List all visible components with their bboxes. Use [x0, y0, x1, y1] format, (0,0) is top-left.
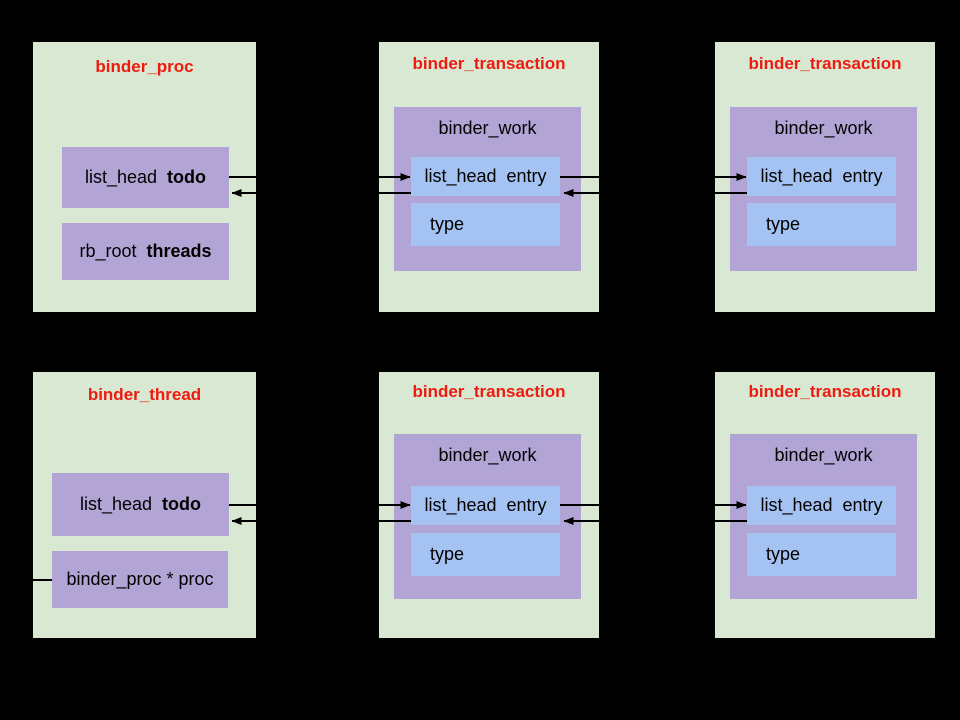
field-type-label: type	[430, 214, 465, 234]
field-name-label: threads	[146, 241, 212, 261]
binder-work-box: binder_work list_head entry type	[394, 434, 581, 599]
field-type-label: list_head	[760, 495, 833, 515]
field-list-head-entry: list_head entry	[747, 157, 896, 196]
field-type-label: list_head	[84, 167, 158, 187]
field-type: type	[747, 203, 896, 246]
field-name-label: todo	[162, 494, 202, 514]
struct-title-binder-transaction: binder_transaction	[412, 382, 566, 401]
binder-work-label: binder_work	[774, 445, 873, 465]
struct-title-binder-transaction: binder_transaction	[748, 54, 902, 73]
field-binder-proc-pointer: binder_proc * proc	[52, 551, 228, 608]
binder-work-box: binder_work list_head entry type	[730, 434, 917, 599]
field-type: type	[747, 533, 896, 576]
field-list-head-entry: list_head entry	[411, 157, 560, 196]
field-rb-root-threads: rb_root threads	[62, 223, 229, 280]
struct-title-binder-transaction: binder_transaction	[748, 382, 902, 401]
struct-box-binder-transaction-4: binder_transaction binder_work list_head…	[715, 372, 935, 638]
field-type: type	[411, 203, 560, 246]
field-name-label: entry	[842, 166, 883, 186]
field-type-label: list_head	[424, 495, 497, 515]
struct-box-binder-transaction-3: binder_transaction binder_work list_head…	[379, 372, 599, 638]
field-list-head-entry: list_head entry	[747, 486, 896, 525]
field-type-label: type	[430, 544, 465, 564]
struct-title-binder-thread: binder_thread	[87, 385, 202, 404]
field-type-label: binder_proc * proc	[66, 569, 214, 589]
field-type-label: list_head	[79, 494, 153, 514]
field-name-label: entry	[506, 495, 547, 515]
struct-box-binder-transaction-2: binder_transaction binder_work list_head…	[715, 42, 935, 312]
binder-work-label: binder_work	[774, 118, 873, 138]
binder-work-box: binder_work list_head entry type	[394, 107, 581, 271]
struct-box-binder-thread: binder_thread list_head todo binder_proc …	[33, 372, 256, 638]
struct-box-binder-proc: binder_proc list_head todo rb_root threads	[33, 42, 256, 312]
field-type-label: rb_root	[79, 241, 137, 261]
field-list-head-todo: list_head todo	[52, 473, 229, 536]
struct-title-binder-transaction: binder_transaction	[412, 54, 566, 73]
field-type-label: type	[766, 214, 801, 234]
field-type-label: list_head	[760, 166, 833, 186]
field-list-head-todo: list_head todo	[62, 147, 229, 208]
binder-work-box: binder_work list_head entry type	[730, 107, 917, 271]
struct-title-binder-proc: binder_proc	[95, 57, 194, 76]
binder-work-label: binder_work	[438, 445, 537, 465]
field-name-label: entry	[506, 166, 547, 186]
field-name-label: todo	[167, 167, 207, 187]
struct-box-binder-transaction-1: binder_transaction binder_work list_head…	[379, 42, 599, 312]
field-type: type	[411, 533, 560, 576]
field-name-label: entry	[842, 495, 883, 515]
field-type-label: type	[766, 544, 801, 564]
field-list-head-entry: list_head entry	[411, 486, 560, 525]
binder-work-label: binder_work	[438, 118, 537, 138]
field-type-label: list_head	[424, 166, 497, 186]
